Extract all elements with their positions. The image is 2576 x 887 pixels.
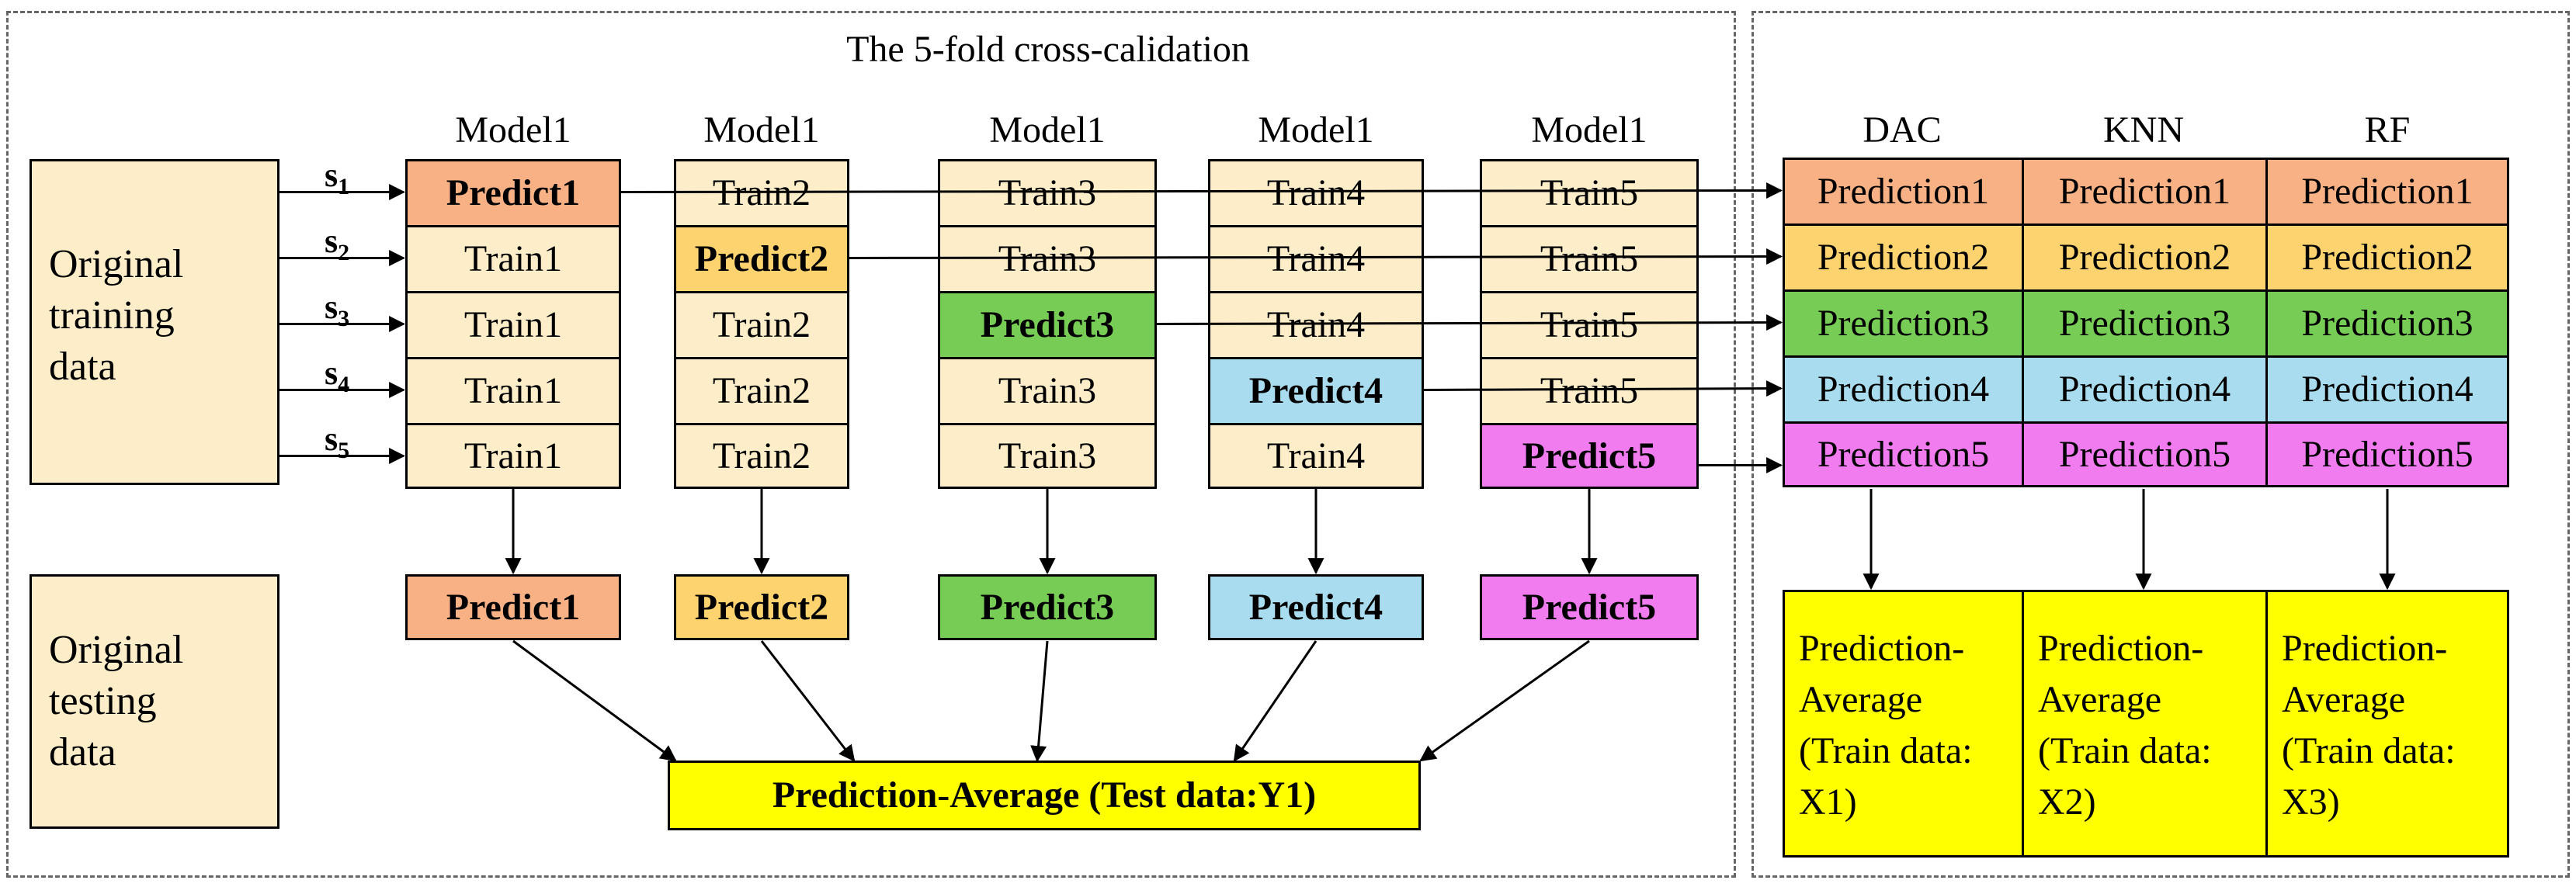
- fold-5-cell-3: Train5: [1480, 291, 1699, 359]
- model-3-average-box: Prediction- Average (Train data: X3): [2265, 590, 2509, 858]
- result-to-average-arrow-1: [512, 639, 677, 762]
- fold-1-header: Model1: [455, 109, 571, 151]
- fold-1-cell-5: Train1: [405, 423, 621, 489]
- predict-to-prediction-arrow-3: [1156, 314, 1783, 331]
- fold-5-cell-1: Train5: [1480, 159, 1699, 227]
- fold-1-cell-1: Predict1: [405, 159, 621, 227]
- test-prediction-average-box: Prediction-Average (Test data:Y1): [668, 761, 1421, 830]
- result-to-average-arrow-3: [1030, 640, 1049, 763]
- model-2-prediction-4: Prediction4: [2022, 355, 2268, 424]
- fold-4-cell-3: Train4: [1208, 291, 1424, 359]
- original-training-data-box: Original training data: [30, 159, 279, 485]
- original-training-line-2: training: [49, 293, 175, 338]
- fold-2-cell-5: Train2: [674, 423, 849, 489]
- original-training-line-3: data: [49, 345, 116, 389]
- result-to-average-arrow-4: [1233, 640, 1318, 762]
- result-to-average-arrow-2: [760, 640, 856, 762]
- model-1-prediction-5: Prediction5: [1783, 421, 2024, 487]
- model-2-prediction-5: Prediction5: [2022, 421, 2268, 487]
- fold-1-result: Predict1: [405, 574, 621, 640]
- result-to-average-arrow-5: [1419, 639, 1590, 762]
- fold-2-cell-2: Predict2: [674, 225, 849, 293]
- model-3-prediction-5: Prediction5: [2265, 421, 2509, 487]
- fold-3-header: Model1: [989, 109, 1106, 151]
- model-2-header: KNN: [2103, 109, 2184, 151]
- model-2-prediction-3: Prediction3: [2022, 289, 2268, 358]
- model-1-average-line-4: X1): [1799, 781, 1857, 823]
- model-2-average-line-4: X2): [2038, 781, 2096, 823]
- fold-2-cell-3: Train2: [674, 291, 849, 359]
- model-1-average-line-1: Prediction-: [1799, 628, 1965, 669]
- fold-4-result: Predict4: [1208, 574, 1424, 640]
- fold-3-result: Predict3: [938, 574, 1157, 640]
- model-3-prediction-3: Prediction3: [2265, 289, 2509, 358]
- model-3-average-line-2: Average: [2282, 679, 2405, 720]
- original-testing-line-3: data: [49, 730, 116, 774]
- left-title: The 5-fold cross-calidation: [846, 29, 1250, 70]
- model-3-prediction-2: Prediction2: [2265, 223, 2509, 292]
- predict-to-prediction-arrow-2: [849, 248, 1783, 265]
- model-3-average-line-4: X3): [2282, 781, 2340, 823]
- fold-2-header: Model1: [703, 109, 820, 151]
- original-testing-line-1: Original: [49, 628, 184, 672]
- model-3-average-line-3: (Train data:: [2282, 730, 2456, 771]
- fold-3-cell-1: Train3: [938, 159, 1157, 227]
- fold-4-cell-2: Train4: [1208, 225, 1424, 293]
- fold-4-header: Model1: [1258, 109, 1374, 151]
- fold-4-cell-5: Train4: [1208, 423, 1424, 489]
- model-2-average-line-3: (Train data:: [2038, 730, 2212, 771]
- fold-2-cell-4: Train2: [674, 357, 849, 425]
- model-2-average-line-2: Average: [2038, 679, 2161, 720]
- model-1-prediction-4: Prediction4: [1783, 355, 2024, 424]
- original-training-line-1: Original: [49, 242, 184, 286]
- model-3-header: RF: [2364, 109, 2411, 151]
- fold-3-cell-4: Train3: [938, 357, 1157, 425]
- model-3-average-line-1: Prediction-: [2282, 628, 2448, 669]
- fold-3-cell-5: Train3: [938, 423, 1157, 489]
- model-1-average-line-3: (Train data:: [1799, 730, 1973, 771]
- cross-validation-frame: [6, 11, 1736, 878]
- fold-2-result: Predict2: [674, 574, 849, 640]
- original-testing-data-box: Original testing data: [30, 574, 279, 829]
- fold-4-cell-4: Predict4: [1208, 357, 1424, 425]
- model-1-header: DAC: [1863, 109, 1942, 151]
- predict-to-prediction-arrow-1: [620, 182, 1783, 199]
- predict-to-prediction-arrow-4: [1423, 380, 1783, 397]
- fold-5-cell-5: Predict5: [1480, 423, 1699, 489]
- fold-5-result: Predict5: [1480, 574, 1699, 640]
- model-1-prediction-1: Prediction1: [1783, 158, 2024, 226]
- original-testing-line-2: testing: [49, 679, 157, 723]
- fold-1-cell-3: Train1: [405, 291, 621, 359]
- model-2-average-box: Prediction- Average (Train data: X2): [2022, 590, 2268, 858]
- model-1-average-box: Prediction- Average (Train data: X1): [1783, 590, 2024, 858]
- fold-5-header: Model1: [1531, 109, 1647, 151]
- model-1-average-line-2: Average: [1799, 679, 1922, 720]
- stacking-frame: [1751, 11, 2570, 878]
- model-2-average-line-1: Prediction-: [2038, 628, 2204, 669]
